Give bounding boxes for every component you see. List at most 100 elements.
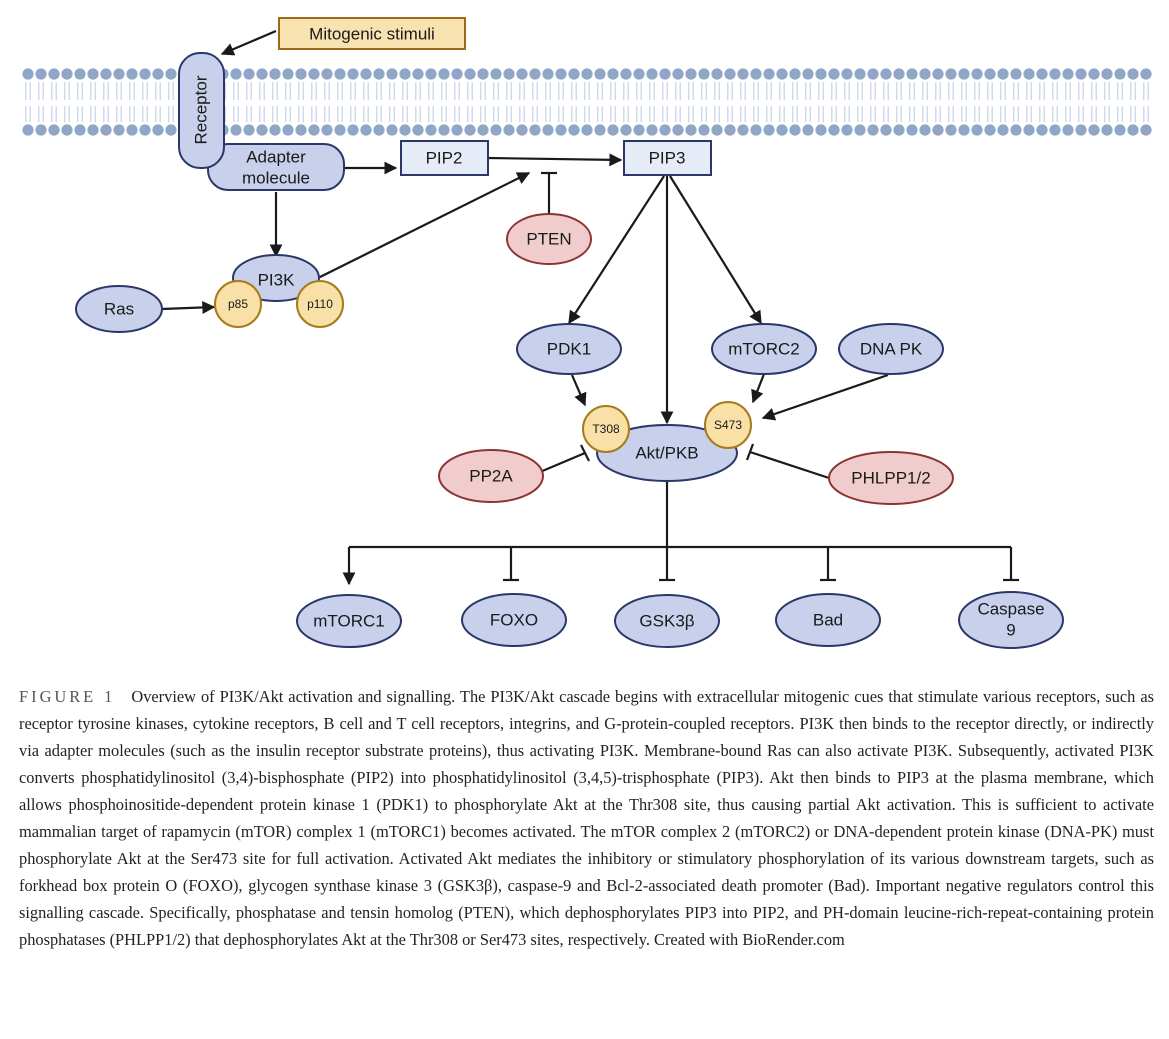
lipid-head bbox=[854, 68, 866, 80]
lipid-head bbox=[685, 68, 697, 80]
lipid-head bbox=[698, 124, 710, 136]
adapter-label-line1: Adapter bbox=[246, 148, 306, 167]
lipid-head bbox=[399, 124, 411, 136]
lipid-head bbox=[919, 124, 931, 136]
lipid-head bbox=[815, 124, 827, 136]
akt-node bbox=[596, 424, 738, 482]
lipid-head bbox=[295, 124, 307, 136]
lipid-head bbox=[971, 124, 983, 136]
lipid-head bbox=[984, 68, 996, 80]
lipid-head bbox=[464, 68, 476, 80]
lipid-head bbox=[724, 124, 736, 136]
lipid-head bbox=[35, 68, 47, 80]
lipid-head bbox=[568, 68, 580, 80]
foxo-node bbox=[461, 593, 567, 647]
lipid-head bbox=[932, 124, 944, 136]
lipid-head bbox=[308, 124, 320, 136]
lipid-head bbox=[334, 68, 346, 80]
lipid-head bbox=[594, 124, 606, 136]
lipid-head bbox=[347, 68, 359, 80]
pip2-to-pip3-arrow bbox=[487, 153, 623, 167]
akt-label: Akt/PKB bbox=[635, 444, 698, 463]
p110-subunit bbox=[296, 280, 344, 328]
lipid-head bbox=[152, 68, 164, 80]
lipid-head bbox=[1036, 68, 1048, 80]
lipid-head bbox=[776, 124, 788, 136]
lipid-head bbox=[1075, 68, 1087, 80]
lipid-head bbox=[152, 124, 164, 136]
lipid-head bbox=[594, 68, 606, 80]
lipid-head bbox=[516, 68, 528, 80]
lipid-head bbox=[906, 124, 918, 136]
lipid-head bbox=[672, 68, 684, 80]
lipid-head bbox=[1062, 68, 1074, 80]
lipid-head bbox=[1075, 124, 1087, 136]
lipid-head bbox=[724, 68, 736, 80]
lipid-head bbox=[620, 124, 632, 136]
dnapk-label: DNA PK bbox=[860, 340, 923, 359]
lipid-head bbox=[646, 124, 658, 136]
lipid-head bbox=[165, 124, 177, 136]
lipid-head bbox=[139, 124, 151, 136]
lipid-head bbox=[61, 68, 73, 80]
lipid-head bbox=[880, 68, 892, 80]
pdk1-label: PDK1 bbox=[547, 340, 591, 359]
lipid-head bbox=[945, 68, 957, 80]
lipid-head bbox=[633, 124, 645, 136]
lipid-head bbox=[529, 68, 541, 80]
lipid-head bbox=[867, 124, 879, 136]
lipid-head bbox=[763, 124, 775, 136]
t308-site bbox=[582, 405, 630, 453]
lipid-head bbox=[555, 68, 567, 80]
lipid-head bbox=[750, 68, 762, 80]
lipid-head bbox=[35, 124, 47, 136]
lipid-head bbox=[490, 68, 502, 80]
caspase9-node bbox=[958, 591, 1064, 649]
figure-label: FIGURE 1 bbox=[19, 687, 116, 706]
lipid-head bbox=[672, 124, 684, 136]
lipid-head bbox=[87, 68, 99, 80]
lipid-head bbox=[841, 68, 853, 80]
phlpp-node bbox=[828, 451, 954, 505]
pdk1-node bbox=[516, 323, 622, 375]
lipid-head bbox=[451, 124, 463, 136]
lipid-head bbox=[321, 68, 333, 80]
p85-label: p85 bbox=[228, 297, 248, 311]
stimuli-to-receptor-arrow bbox=[220, 29, 277, 56]
lipid-head bbox=[87, 124, 99, 136]
lipid-head bbox=[477, 124, 489, 136]
lipid-head bbox=[425, 124, 437, 136]
gsk3b-node bbox=[614, 594, 720, 648]
lipid-head bbox=[1101, 68, 1113, 80]
lipid-head bbox=[295, 68, 307, 80]
lipid-head bbox=[165, 68, 177, 80]
lipid-head bbox=[750, 124, 762, 136]
lipid-head bbox=[633, 68, 645, 80]
mtorc2-to-s473-arrow bbox=[751, 373, 766, 404]
ras-label: Ras bbox=[104, 300, 134, 319]
pdk1-to-t308-arrow bbox=[570, 374, 587, 407]
mtorc1-node bbox=[296, 594, 402, 648]
lipid-head bbox=[1062, 124, 1074, 136]
lipid-head bbox=[412, 68, 424, 80]
pp2a-node bbox=[438, 449, 544, 503]
lipid-head bbox=[412, 124, 424, 136]
mitogenic-stimuli-box bbox=[278, 17, 466, 50]
lipid-head bbox=[503, 68, 515, 80]
phlpp-inhibition-bar bbox=[745, 443, 755, 461]
lipid-head bbox=[74, 124, 86, 136]
lipid-head bbox=[776, 68, 788, 80]
lipid-head bbox=[711, 124, 723, 136]
lipid-head bbox=[1049, 124, 1061, 136]
lipid-head bbox=[48, 68, 60, 80]
lipid-head bbox=[1140, 68, 1152, 80]
lipid-head bbox=[945, 124, 957, 136]
lipid-head bbox=[1114, 124, 1126, 136]
lipid-head bbox=[932, 68, 944, 80]
lipid-head bbox=[698, 68, 710, 80]
lipid-head bbox=[711, 68, 723, 80]
pip3-to-pdk1-arrow bbox=[568, 175, 665, 325]
lipid-head bbox=[828, 124, 840, 136]
lipid-head bbox=[360, 68, 372, 80]
